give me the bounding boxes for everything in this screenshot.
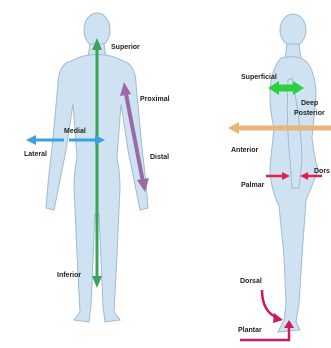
palmar-label: Palmar [241,182,264,189]
plantar-label: Plantar [238,327,262,334]
anterior-label: Anterior [231,147,258,154]
dorsal-foot-arrow [262,290,283,323]
superficial-label: Superficial [241,74,277,81]
deep-label: Deep [301,100,318,107]
proximal-label: Proximal [140,96,170,103]
posterior-label: Posterior [294,110,325,117]
inferior-label: Inferior [57,272,81,279]
superior-label: Superior [111,44,140,51]
lateral-label: Lateral [24,151,47,158]
side-body-figure [270,14,318,332]
dorsal-foot-label: Dorsal [240,278,262,285]
distal-label: Distal [150,154,169,161]
dorsal-hand-label: Dors [314,168,330,175]
medial-label: Medial [64,128,86,135]
